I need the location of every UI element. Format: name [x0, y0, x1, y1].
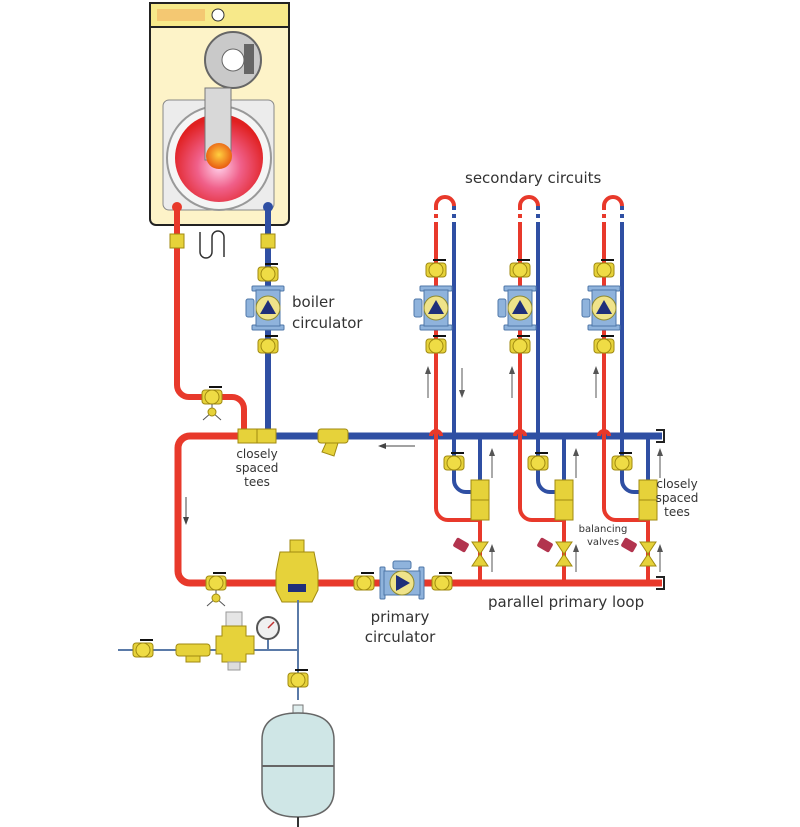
boiler — [149, 2, 290, 226]
balancing-valve-handle-icon — [621, 537, 637, 553]
isolation-valve-icon — [593, 259, 615, 278]
pipe-break-mark — [428, 210, 464, 214]
expansion-tank — [261, 704, 335, 827]
label-primary-circulator-1: primary — [371, 608, 430, 626]
boiler-return-port — [263, 202, 273, 212]
isolation-valve-icon — [431, 572, 453, 591]
pressure-reducing-valve-icon — [215, 611, 255, 671]
secondary-return-pipe — [620, 206, 650, 494]
isolation-valve-icon — [425, 259, 447, 278]
balancing-valve-icon — [639, 541, 657, 567]
label-parallel-primary-loop: parallel primary loop — [488, 593, 644, 611]
balancing-valve-handle-icon — [537, 537, 553, 553]
air-separator-icon — [275, 539, 319, 603]
condensate-trap-icon — [199, 230, 225, 259]
flow-check-valve-icon — [527, 452, 549, 471]
secondary-circulator-icon — [581, 285, 621, 331]
pipe-end-cap — [656, 429, 665, 443]
flow-arrow-head — [573, 448, 579, 456]
pipe-end-cap — [656, 576, 665, 590]
flow-arrow-head — [489, 544, 495, 552]
boiler-circulator-icon — [245, 285, 285, 331]
balancing-valve-icon — [471, 541, 489, 567]
label-boiler-circulator-2: circulator — [292, 314, 363, 332]
secondary-return-pipe — [536, 206, 566, 494]
pressure-gauge-icon — [256, 616, 280, 650]
isolation-valve-icon — [509, 259, 531, 278]
pipe-crossover-icon — [513, 429, 527, 437]
secondary-supply-pipe — [602, 195, 650, 583]
isolation-valve-icon — [353, 572, 375, 591]
label-closely-spaced-tees-right-3: tees — [664, 505, 690, 519]
y-strainer-icon — [317, 428, 349, 457]
boiler-display-panel — [157, 9, 205, 21]
tank-isolation-valve-icon — [287, 669, 309, 688]
isolation-valve-icon — [425, 335, 447, 354]
union-fitting-return — [260, 233, 276, 249]
label-boiler-circulator-1: boiler — [292, 293, 335, 311]
secondary-circulator-icon — [497, 285, 537, 331]
makeup-isolation-valve-icon — [132, 639, 154, 658]
label-closely-spaced-tees-left-2: spaced — [236, 461, 279, 475]
pipe-break-mark — [428, 218, 464, 222]
boiler-supply-port — [172, 202, 182, 212]
pipe-break-mark — [512, 210, 548, 214]
label-balancing-valves-1: balancing — [579, 524, 628, 535]
label-balancing-valves-2: valves — [587, 537, 619, 548]
balancing-valve-handle-icon — [453, 537, 469, 553]
label-closely-spaced-tees-left-1: closely — [236, 447, 277, 461]
label-closely-spaced-tees-left-3: tees — [244, 475, 270, 489]
pipe-break-mark — [596, 210, 632, 214]
pipe-crossover-icon — [429, 429, 443, 437]
closely-spaced-tees-boiler — [237, 428, 277, 444]
flow-arrow-head — [657, 544, 663, 552]
burner-icon — [206, 143, 232, 169]
pipe-crossover-icon — [597, 429, 611, 437]
isolation-valve-icon — [509, 335, 531, 354]
isolation-valve-icon — [257, 263, 279, 282]
backflow-preventer-icon — [175, 643, 211, 663]
secondary-supply-pipe — [434, 195, 482, 583]
primary-loop-supply-pipe — [174, 432, 662, 587]
secondary-return-pipe — [452, 206, 482, 494]
secondary-circulator-icon — [413, 285, 453, 331]
secondary-supply-pipe — [518, 195, 566, 583]
flow-arrow-head — [425, 366, 431, 374]
label-primary-circulator-2: circulator — [365, 628, 436, 646]
union-fitting-supply — [169, 233, 185, 249]
label-secondary-circuits: secondary circuits — [465, 169, 602, 187]
flow-arrow-head — [489, 448, 495, 456]
boiler-indicator-light — [211, 8, 225, 22]
flow-arrow-head — [593, 366, 599, 374]
label-closely-spaced-tees-right-2: spaced — [656, 491, 699, 505]
flow-check-valve-icon — [611, 452, 633, 471]
pipe-break-mark — [596, 218, 632, 222]
flow-arrow-head — [509, 366, 515, 374]
isolation-valve-icon — [593, 335, 615, 354]
flow-arrow-head — [657, 448, 663, 456]
purge-valve-icon — [205, 572, 227, 591]
flow-arrow-head — [573, 544, 579, 552]
label-closely-spaced-tees-right-1: closely — [656, 477, 697, 491]
pipe-break-mark — [512, 218, 548, 222]
isolation-valve-icon — [257, 335, 279, 354]
flow-check-valve-icon — [443, 452, 465, 471]
purge-valve-icon — [201, 386, 223, 405]
flow-arrow-head — [459, 390, 465, 398]
balancing-valve-icon — [555, 541, 573, 567]
